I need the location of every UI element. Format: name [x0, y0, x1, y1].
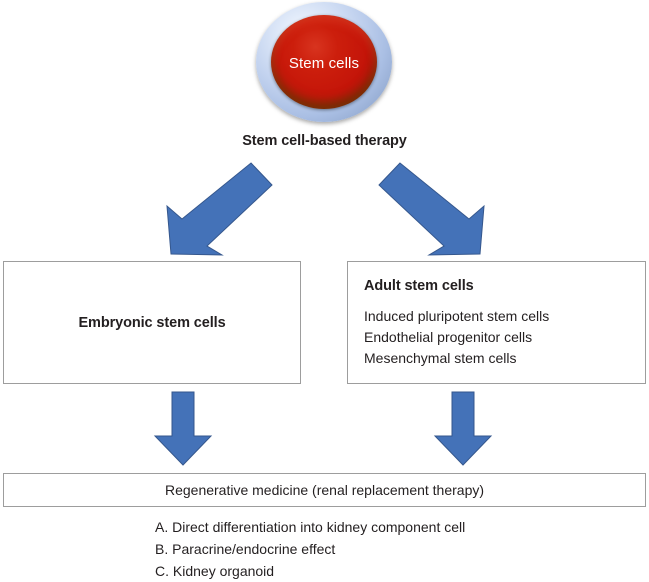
arrow-embryonic-to-regenerative-icon	[153, 391, 213, 466]
list-item: B. Paracrine/endocrine effect	[155, 541, 336, 557]
arrow-to-embryonic-icon	[163, 162, 273, 256]
stem-cell-label: Stem cells	[288, 54, 360, 72]
stem-cell-inner-circle: Stem cells	[271, 15, 377, 109]
arrow-adult-to-regenerative-icon	[433, 391, 493, 466]
outcomes-list: A. Direct differentiation into kidney co…	[155, 516, 465, 582]
stem-cell-node: Stem cells	[256, 2, 392, 122]
regenerative-medicine-box: Regenerative medicine (renal replacement…	[3, 473, 646, 507]
adult-stem-cells-box: Adult stem cells Induced pluripotent ste…	[347, 261, 646, 384]
adult-stem-cells-title: Adult stem cells	[364, 278, 474, 294]
list-item: Mesenchymal stem cells	[364, 350, 517, 366]
arrow-to-adult-icon	[378, 162, 488, 256]
embryonic-stem-cells-title: Embryonic stem cells	[78, 314, 226, 331]
regenerative-medicine-title: Regenerative medicine (renal replacement…	[164, 482, 485, 498]
list-item: Induced pluripotent stem cells	[364, 308, 550, 324]
list-item: A. Direct differentiation into kidney co…	[155, 519, 466, 535]
adult-stem-cells-list: Induced pluripotent stem cells Endotheli…	[364, 306, 645, 369]
list-item: Endothelial progenitor cells	[364, 329, 533, 345]
diagram-title: Stem cell-based therapy	[242, 133, 407, 149]
embryonic-stem-cells-box: Embryonic stem cells	[3, 261, 301, 384]
list-item: C. Kidney organoid	[155, 563, 275, 579]
